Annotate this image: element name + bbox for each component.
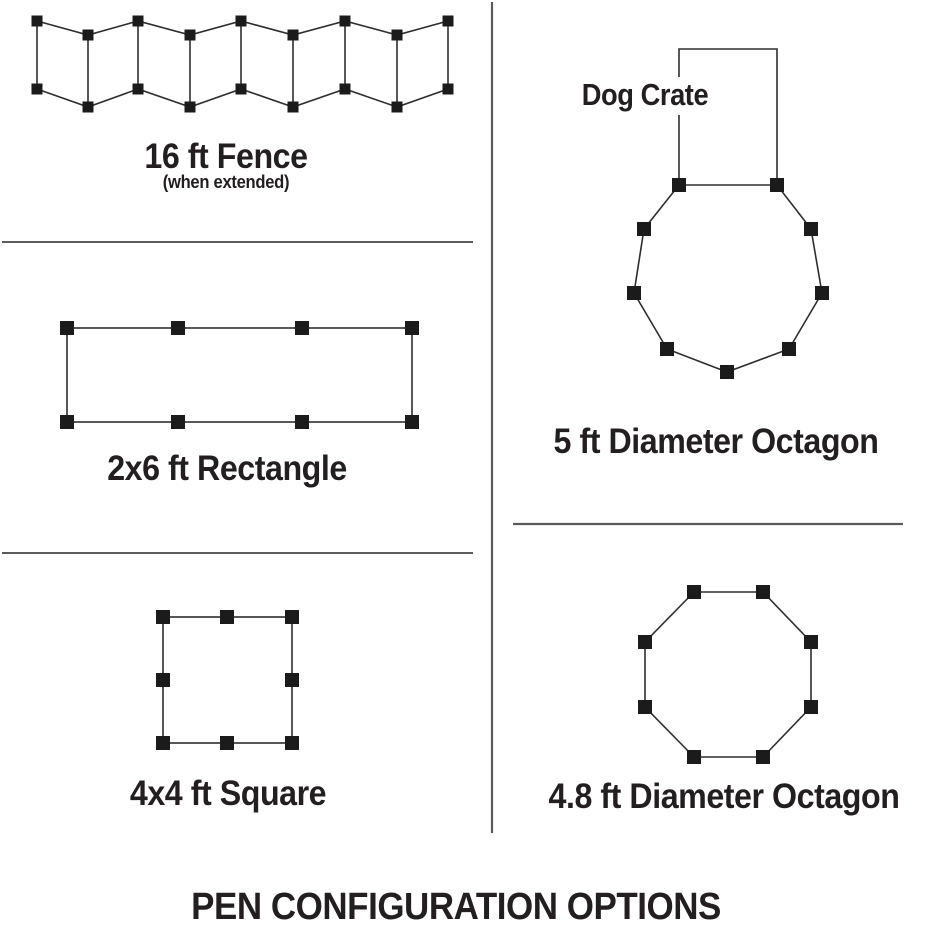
fence-panel-edges [36,21,449,107]
fence-extended-figure [31,15,454,113]
panel-joint-marker [31,15,43,27]
panel-joint-marker [391,101,403,113]
panel-joint-marker [804,222,818,236]
panel-joint-marker [405,415,419,429]
panel-joint-marker [782,342,796,356]
panel-joint-marker [156,673,170,687]
octagon-4-8ft-outline [644,591,812,758]
panel-joint-marker [171,321,185,335]
panel-joint-marker [815,286,829,300]
panel-joint-marker [672,178,686,192]
panel-joint-marker [220,736,234,750]
section-dividers [2,2,903,833]
fence-sublabel: (when extended) [162,172,290,192]
panel-joint-marker [637,222,651,236]
octagon-5ft-label: 5 ft Diameter Octagon [553,422,879,461]
page-title: PEN CONFIGURATION OPTIONS [191,886,721,928]
fence-label: 16 ft Fence [144,137,308,176]
panel-joint-marker [82,29,94,41]
panel-joint-marker [687,750,701,764]
panel-joint-marker [391,29,403,41]
panel-joint-marker [804,635,818,649]
panel-joint-marker [60,415,74,429]
panel-joint-marker [660,342,674,356]
panel-joint-marker [285,736,299,750]
panel-joint-marker [287,29,299,41]
panel-joint-marker [770,178,784,192]
panel-joint-marker [285,610,299,624]
panel-joint-marker [339,83,351,95]
rectangle-label: 2x6 ft Rectangle [107,449,347,488]
panel-joint-marker [60,321,74,335]
panel-joint-marker [687,585,701,599]
panel-joint-marker [627,286,641,300]
panel-joint-marker [804,700,818,714]
square-outline [162,616,293,744]
panel-joint-marker [756,750,770,764]
panel-joint-marker [720,365,734,379]
panel-joint-marker [339,15,351,27]
octagon-4-8ft-label: 4.8 ft Diameter Octagon [548,777,900,816]
panel-joint-marker [405,321,419,335]
panel-joint-marker [220,610,234,624]
rectangle-pen-figure [60,321,419,429]
octagon-4-8ft-figure [638,585,818,764]
panel-joint-marker [442,83,454,95]
panel-joint-marker [235,83,247,95]
rectangle-outline [66,327,413,423]
square-pen-figure [156,610,299,750]
panel-joint-marker [132,15,144,27]
panel-joint-marker [184,29,196,41]
dog-crate-label: Dog Crate [570,77,720,116]
panel-joint-marker [638,635,652,649]
octagon-5ft-figure [627,48,829,379]
panel-joint-marker [235,15,247,27]
panel-joint-marker [82,101,94,113]
panel-joint-marker [31,83,43,95]
square-label: 4x4 ft Square [129,774,327,813]
panel-joint-marker [285,673,299,687]
panel-joint-marker [638,700,652,714]
octagon-5ft-outline [633,184,823,373]
panel-joint-marker [295,415,309,429]
panel-joint-marker [156,610,170,624]
panel-joint-marker [132,83,144,95]
panel-joint-marker [295,321,309,335]
panel-joint-marker [156,736,170,750]
panel-joint-marker [756,585,770,599]
panel-joint-marker [184,101,196,113]
dog-crate-outline [678,48,778,185]
panel-joint-marker [171,415,185,429]
panel-joint-marker [287,101,299,113]
panel-joint-marker [442,15,454,27]
